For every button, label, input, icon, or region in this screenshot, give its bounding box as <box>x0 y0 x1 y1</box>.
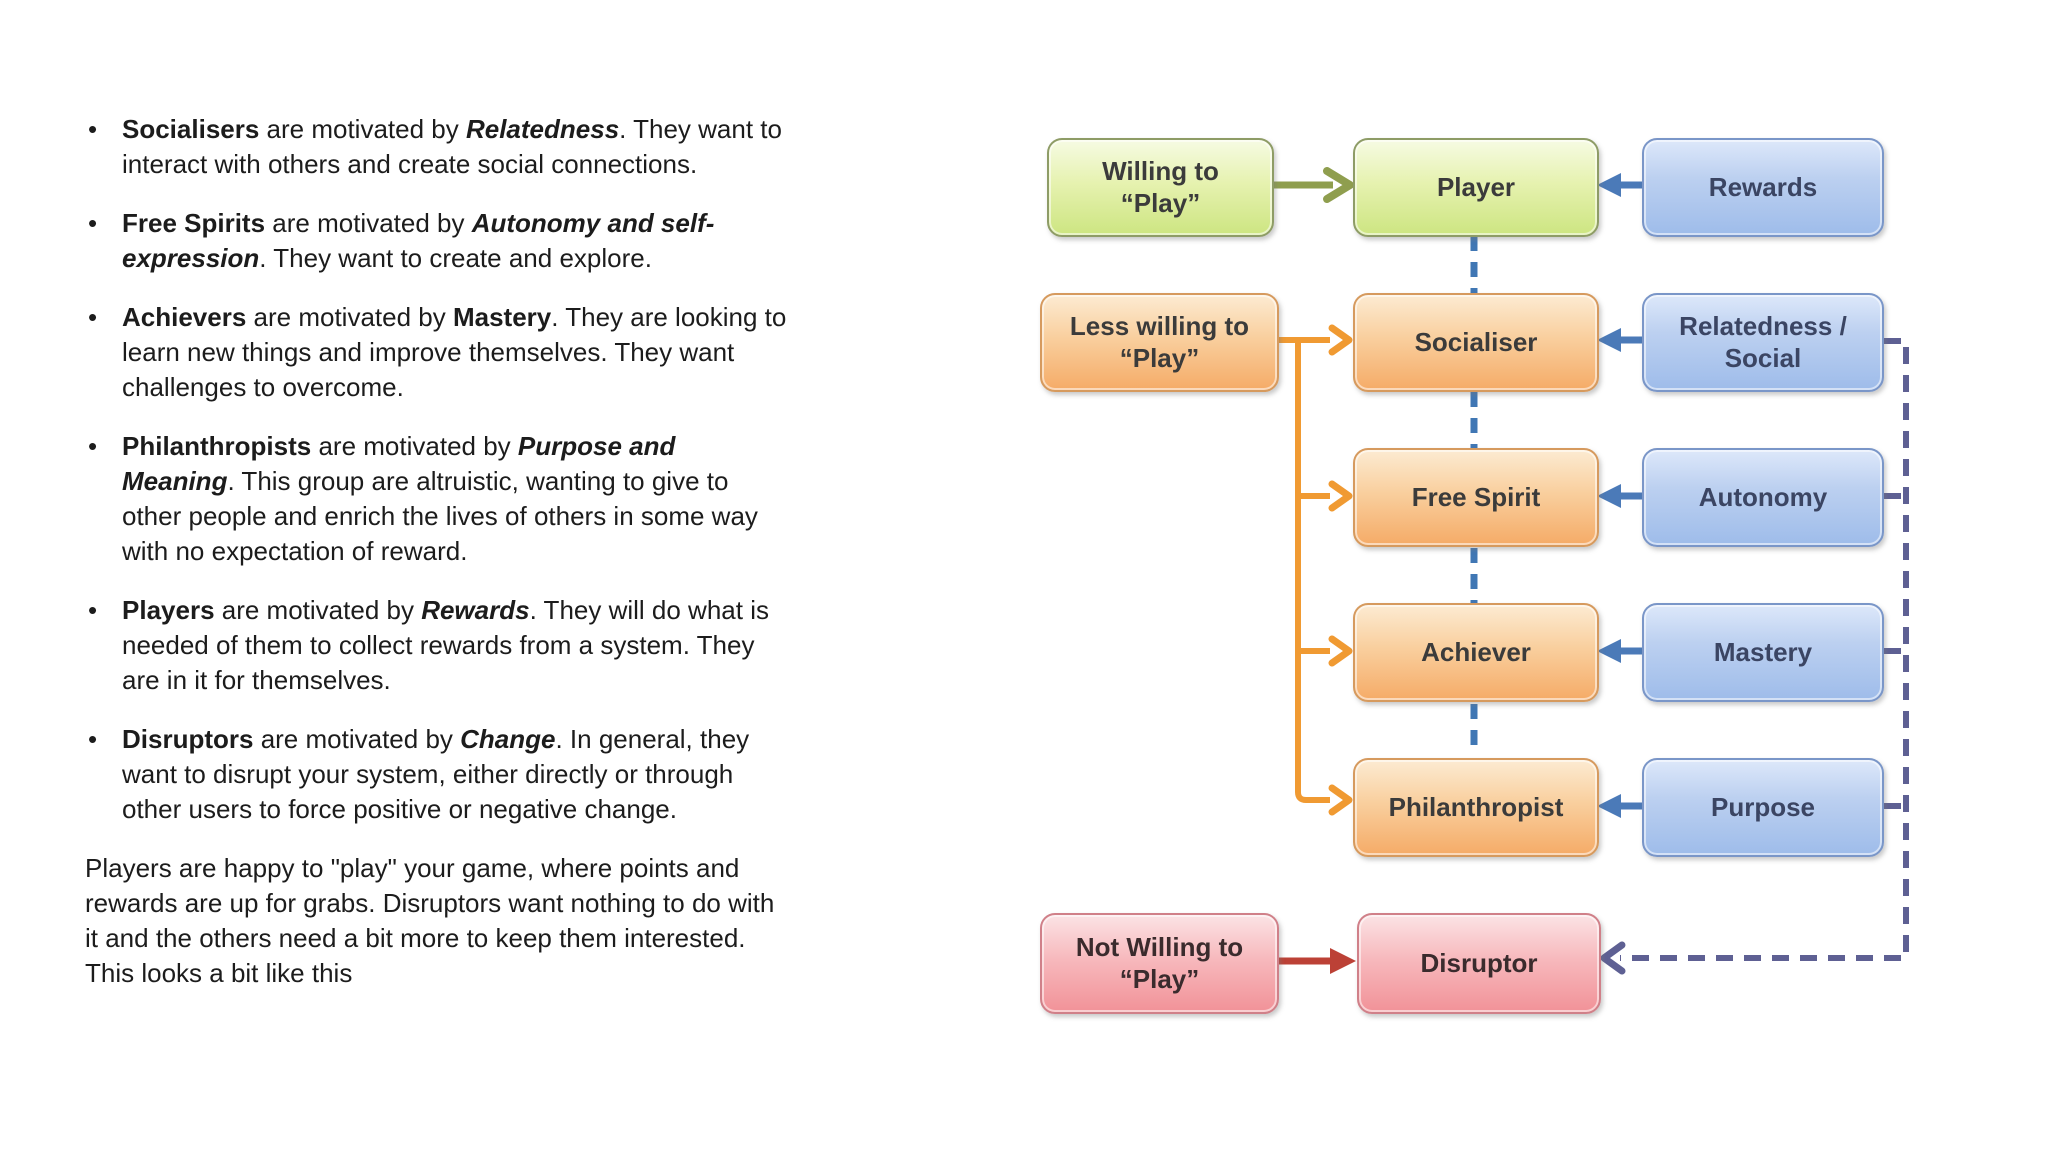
bullet-item: Socialisers are motivated by Relatedness… <box>85 112 791 182</box>
bullet-text: are motivated by <box>311 431 518 461</box>
bullet-motivator: Rewards <box>421 595 530 625</box>
node-purpose: Purpose <box>1642 758 1884 857</box>
bullet-item: Players are motivated by Rewards. They w… <box>85 593 791 698</box>
node-relatedness: Relatedness / Social <box>1642 293 1884 392</box>
bullet-lead: Socialisers <box>122 114 260 144</box>
bullet-motivator: Purpose and Meaning <box>122 431 676 496</box>
bullet-item: Achievers are motivated by Mastery. They… <box>85 300 791 405</box>
bullet-text: are motivated by <box>214 595 422 625</box>
arrowhead-autonomy-free-spirit <box>1597 484 1621 508</box>
arrowhead-free-spirit <box>1328 480 1353 512</box>
bullet-motivator: Autonomy and self-expression <box>122 208 715 273</box>
text-panel: Socialisers are motivated by Relatedness… <box>85 112 791 991</box>
node-achiever: Achiever <box>1353 603 1599 702</box>
arrowhead-socialiser <box>1328 324 1353 356</box>
node-autonomy: Autonomy <box>1642 448 1884 547</box>
node-mastery: Mastery <box>1642 603 1884 702</box>
bullet-list: Socialisers are motivated by Relatedness… <box>85 112 791 827</box>
arrowhead-mastery-achiever <box>1597 639 1621 663</box>
bullet-text: . They will do what is needed of them to… <box>122 595 769 695</box>
node-player: Player <box>1353 138 1599 237</box>
node-socialiser: Socialiser <box>1353 293 1599 392</box>
arrowhead-player <box>1323 167 1354 203</box>
bullet-text: are motivated by <box>259 114 466 144</box>
bullet-item: Disruptors are motivated by Change. In g… <box>85 722 791 827</box>
orange-trunk-line <box>1295 340 1330 803</box>
node-free-spirit: Free Spirit <box>1353 448 1599 547</box>
bullet-lead: Philanthropists <box>122 431 312 461</box>
node-philanthropist: Philanthropist <box>1353 758 1599 857</box>
arrowhead-achiever <box>1328 635 1353 667</box>
arrowhead-into-disruptor <box>1600 941 1626 975</box>
node-willing: Willing to “Play” <box>1047 138 1274 237</box>
closing-paragraph: Players are happy to "play" your game, w… <box>85 853 775 988</box>
node-disruptor: Disruptor <box>1357 913 1601 1014</box>
arrowhead-rewards-player <box>1597 173 1621 197</box>
bullet-text: . They want to interact with others and … <box>122 114 782 179</box>
bullet-text: are motivated by <box>253 724 461 754</box>
arrowhead-relatedness-socialiser <box>1597 328 1621 352</box>
dashed-line-motivators-to-disruptor <box>1620 338 1909 961</box>
bullet-motivator: Change <box>460 724 556 754</box>
bullet-lead: Players <box>122 595 215 625</box>
node-rewards: Rewards <box>1642 138 1884 237</box>
bullet-text: . In general, they want to disrupt your … <box>122 724 750 824</box>
bullet-text: are motivated by <box>246 302 453 332</box>
bullet-motivator: Relatedness <box>465 114 620 144</box>
bullet-item: Philanthropists are motivated by Purpose… <box>85 429 791 569</box>
bullet-lead: Achievers <box>122 302 247 332</box>
arrowhead-purpose-philanthropist <box>1597 794 1621 818</box>
node-less-willing: Less willing to “Play” <box>1040 293 1279 392</box>
bullet-lead: Free Spirits <box>122 208 266 238</box>
arrowhead-philanthropist <box>1328 784 1353 816</box>
arrowhead-disruptor-red <box>1330 948 1356 974</box>
node-not-willing: Not Willing to “Play” <box>1040 913 1279 1014</box>
bullet-text: . They want to create and explore. <box>259 243 652 273</box>
bullet-text: . They are looking to learn new things a… <box>122 302 787 402</box>
bullet-lead: Disruptors <box>122 724 254 754</box>
bullet-text: . This group are altruistic, wanting to … <box>122 466 758 566</box>
bullet-text: are motivated by <box>265 208 472 238</box>
bullet-item: Free Spirits are motivated by Autonomy a… <box>85 206 791 276</box>
bullet-motivator: Mastery <box>452 302 552 332</box>
